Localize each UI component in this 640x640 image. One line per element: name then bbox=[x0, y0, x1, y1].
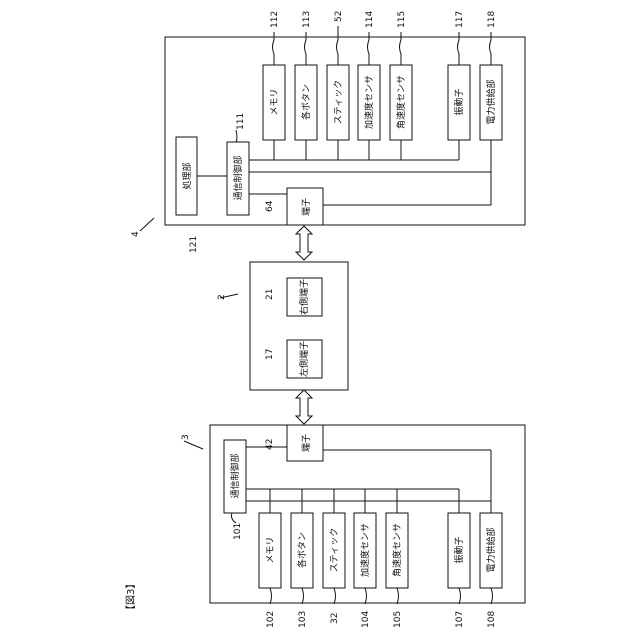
top-terminal-ref: 64 bbox=[265, 200, 275, 212]
component-ref: 103 bbox=[298, 611, 308, 628]
right-terminal-label: 右側端子 bbox=[298, 279, 310, 315]
top-comm-control-label: 通信制御部 bbox=[232, 155, 244, 200]
component-label: スティック bbox=[333, 80, 344, 124]
component-label: 角速度センサ bbox=[395, 75, 407, 129]
top-component-vibrator: 振動子 117 bbox=[448, 11, 470, 160]
component-label: 電力供給部 bbox=[485, 79, 497, 124]
bottom-device-ref: 3 bbox=[181, 434, 191, 440]
top-component-accel: 加速度センサ 114 bbox=[358, 11, 380, 160]
component-label: スティック bbox=[329, 528, 340, 572]
right-terminal-ref: 21 bbox=[265, 289, 275, 300]
top-device-leader bbox=[140, 218, 154, 231]
top-component-power: 電力供給部 118 bbox=[480, 11, 502, 140]
component-label: 電力供給部 bbox=[485, 527, 497, 572]
component-label: メモリ bbox=[270, 88, 280, 115]
component-ref: 105 bbox=[393, 611, 403, 628]
component-ref: 102 bbox=[266, 611, 276, 628]
processing-unit-label: 処理部 bbox=[181, 162, 193, 189]
bottom-comm-control-ref: 101 bbox=[233, 523, 243, 540]
bottom-terminal-ref: 42 bbox=[265, 439, 275, 450]
top-device-ref: 4 bbox=[131, 231, 141, 237]
middle-device: 2 右側端子 21 左側端子 17 bbox=[217, 262, 348, 390]
component-ref: 107 bbox=[455, 611, 465, 628]
figure-label: 【図3】 bbox=[125, 579, 137, 615]
component-ref: 52 bbox=[334, 11, 344, 22]
top-component-memory: メモリ 112 bbox=[263, 11, 285, 160]
component-ref: 115 bbox=[397, 11, 407, 28]
component-ref: 108 bbox=[487, 611, 497, 628]
component-ref: 114 bbox=[365, 11, 375, 28]
component-label: 振動子 bbox=[453, 88, 465, 115]
component-label: 振動子 bbox=[453, 536, 465, 563]
top-comm-control-ref: 111 bbox=[236, 113, 246, 130]
bottom-terminal-label: 端子 bbox=[300, 434, 312, 452]
processing-unit-ref: 121 bbox=[189, 236, 199, 253]
top-component-stick: スティック 52 bbox=[327, 11, 349, 160]
top-component-buttons: 各ボタン 113 bbox=[295, 11, 317, 160]
component-label: 各ボタン bbox=[300, 84, 312, 120]
component-ref: 118 bbox=[487, 11, 497, 28]
top-middle-link bbox=[296, 226, 312, 260]
bottom-component-power: 電力供給部 108 bbox=[480, 513, 502, 628]
component-ref: 112 bbox=[270, 11, 280, 28]
component-label: 加速度センサ bbox=[359, 523, 371, 577]
left-terminal-ref: 17 bbox=[265, 349, 275, 360]
component-label: 加速度センサ bbox=[363, 75, 375, 129]
component-ref: 104 bbox=[361, 611, 371, 628]
component-ref: 32 bbox=[330, 613, 340, 624]
component-ref: 117 bbox=[455, 11, 465, 28]
top-component-gyro: 角速度センサ 115 bbox=[390, 11, 412, 160]
middle-bottom-link bbox=[296, 390, 312, 424]
top-terminal-label: 端子 bbox=[300, 198, 312, 216]
component-label: 各ボタン bbox=[296, 532, 308, 568]
bottom-device: 3 端子 42 通信制御部 101 メモリ 102 各ボタン 103 bbox=[181, 425, 525, 628]
left-terminal-label: 左側端子 bbox=[298, 341, 310, 377]
component-label: 角速度センサ bbox=[391, 523, 403, 577]
component-label: メモリ bbox=[266, 536, 276, 563]
top-device: 4 処理部 121 通信制御部 111 端子 64 メモリ 112 bbox=[131, 11, 525, 253]
component-ref: 113 bbox=[302, 11, 312, 28]
bottom-comm-control-label: 通信制御部 bbox=[229, 453, 241, 498]
